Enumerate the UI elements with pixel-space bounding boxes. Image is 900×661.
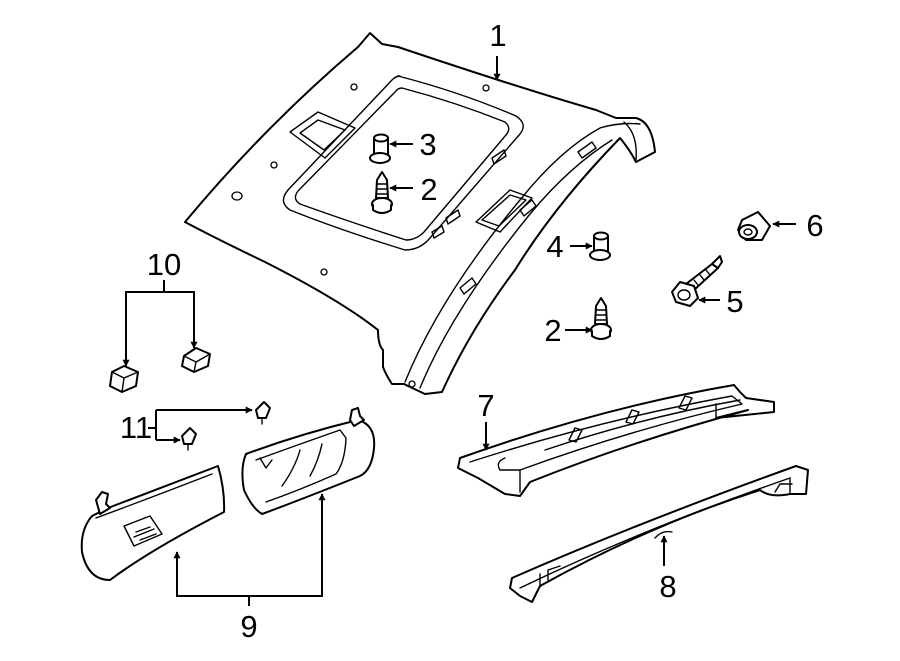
visor-clip-left-part: [109, 365, 139, 393]
callout-4: 4: [546, 229, 563, 264]
callout-2-upper: 2: [420, 172, 437, 207]
sun-visor-left-part: [80, 465, 226, 581]
rear-trim-panel-part: [457, 384, 775, 497]
grommet-part: [589, 231, 611, 261]
callout-10: 10: [147, 247, 181, 282]
callout-2-lower: 2: [544, 313, 561, 348]
screw-part: [671, 255, 723, 307]
callout-11: 11: [120, 410, 152, 445]
leader-lines: [122, 56, 796, 606]
callout-6: 6: [806, 208, 823, 243]
visor-screw-lower-part: [181, 427, 197, 451]
callout-7: 7: [477, 388, 494, 423]
stud-fastener-upper: [371, 171, 393, 214]
lower-trim-rail-part: [509, 465, 809, 603]
stud-fastener-lower: [590, 297, 612, 340]
callout-3: 3: [419, 127, 436, 162]
visor-screw-upper-part: [255, 401, 271, 425]
visor-clip-right-part: [181, 347, 211, 373]
sun-visor-right-part: [241, 407, 376, 515]
callout-5: 5: [726, 284, 743, 319]
callout-9: 9: [240, 609, 257, 644]
callout-1: 1: [489, 18, 506, 53]
clip-nut-part: [737, 211, 771, 241]
callout-8: 8: [659, 569, 676, 604]
headliner-part: [184, 32, 656, 395]
grommet-nut-part: [369, 133, 391, 164]
